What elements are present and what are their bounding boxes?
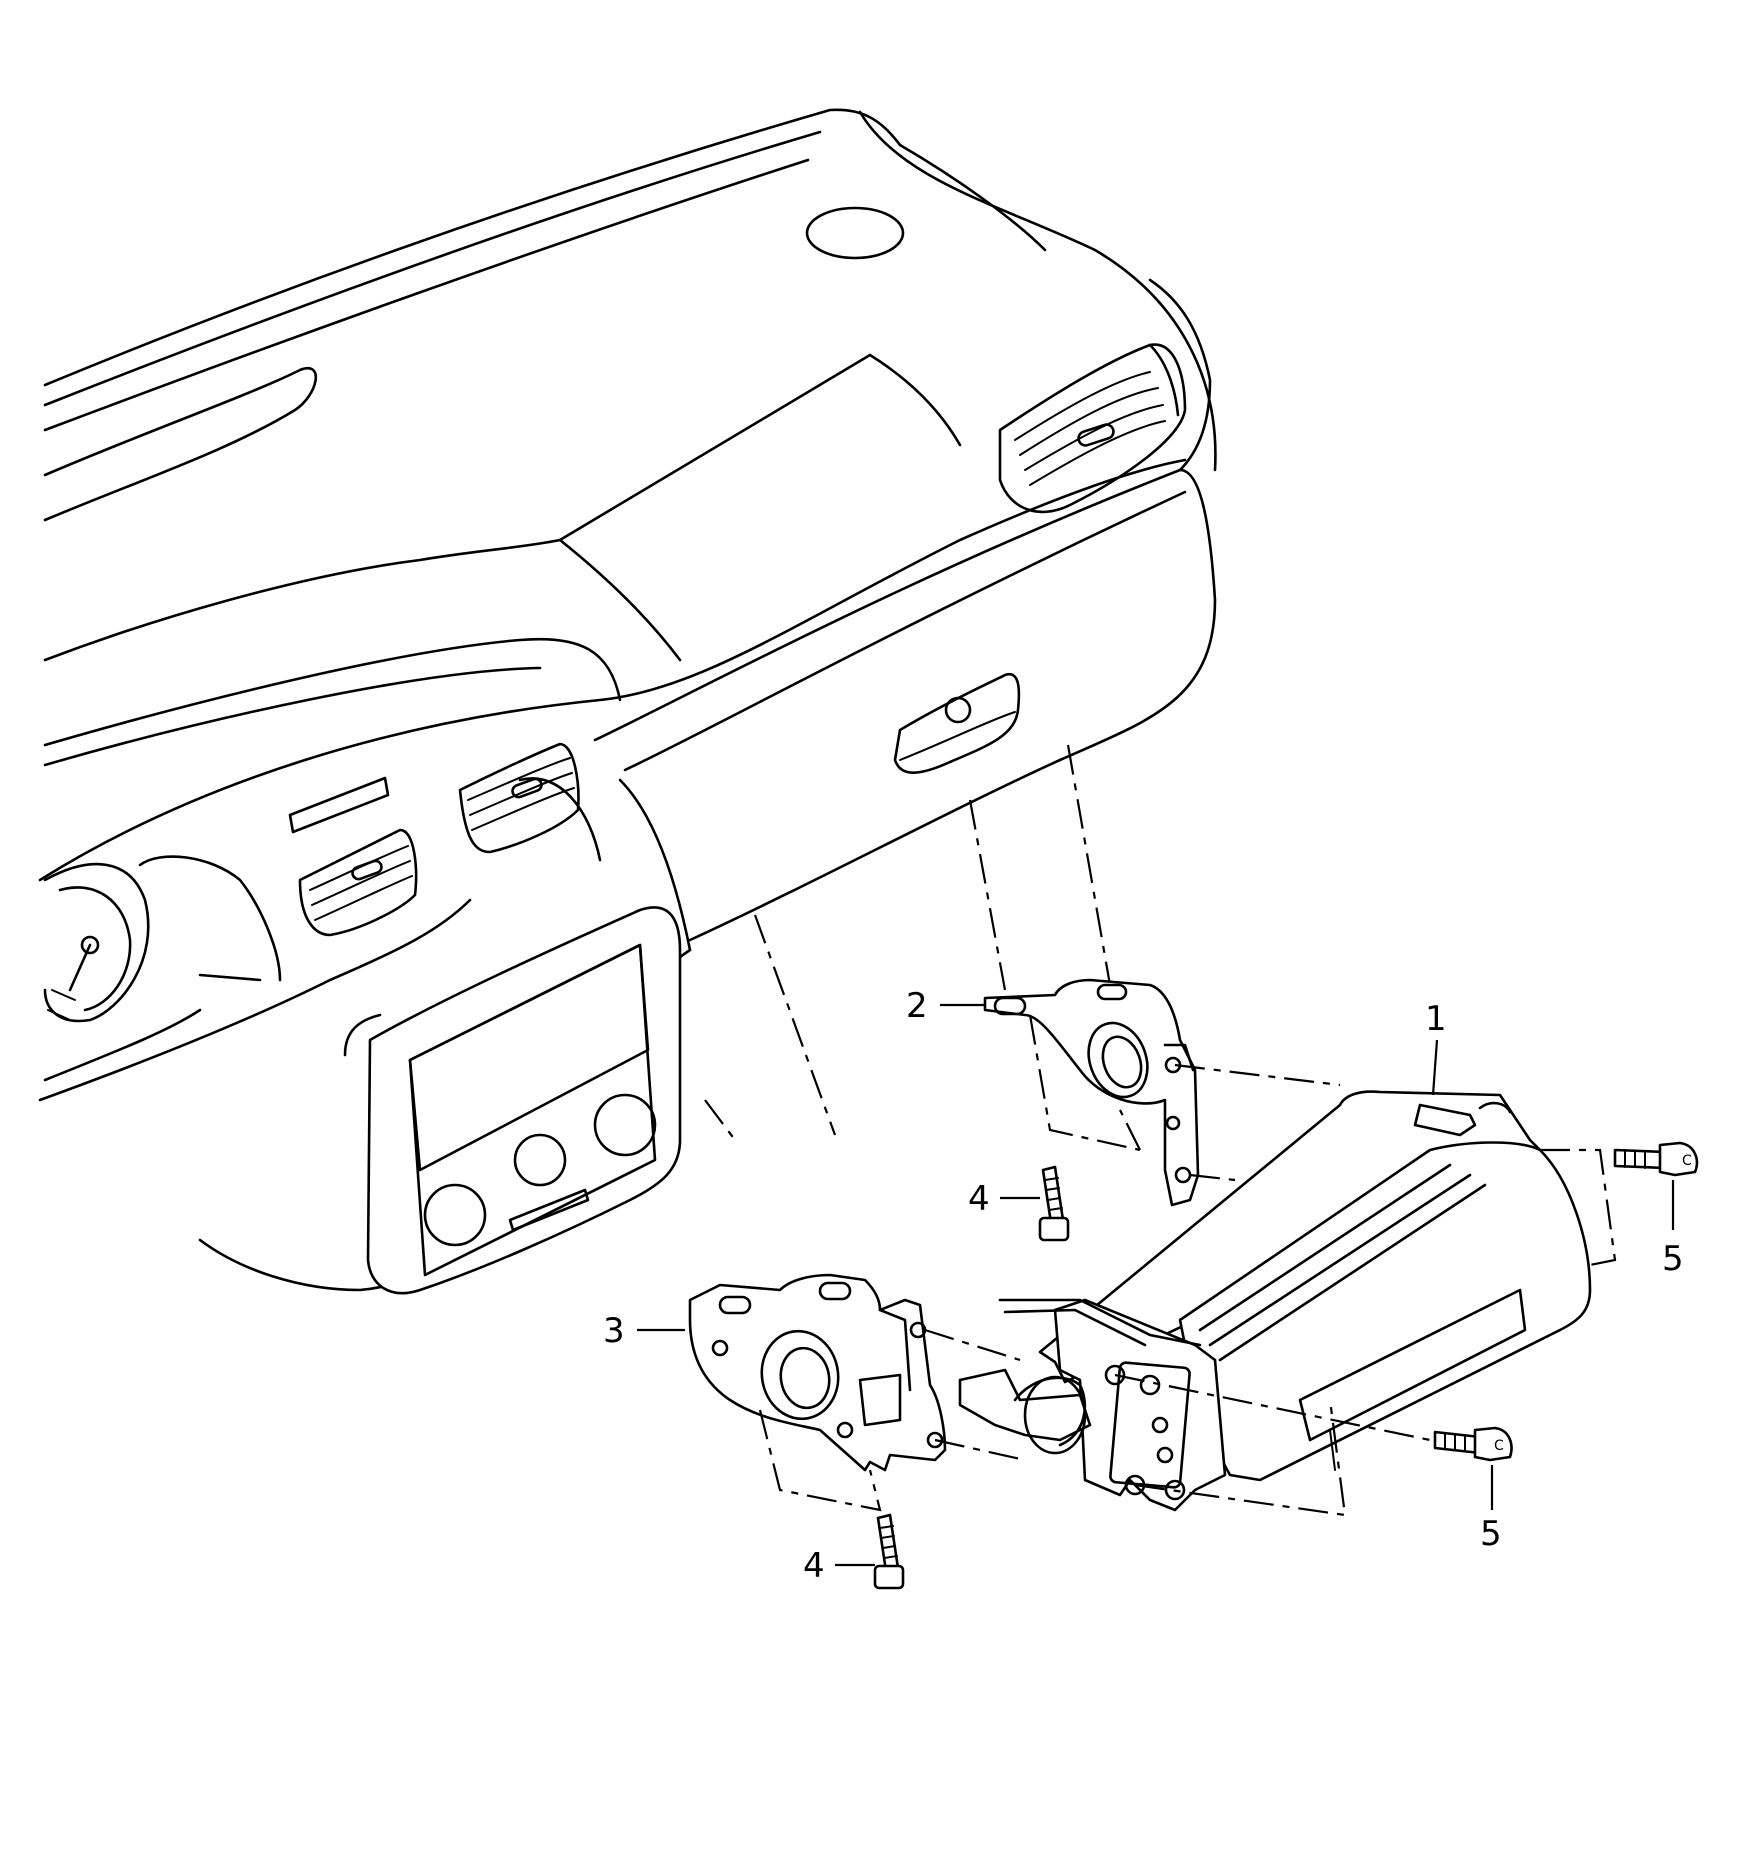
callout-4-lower: 4 — [803, 1546, 825, 1586]
svg-text:C: C — [1682, 1153, 1692, 1169]
callout-4-upper: 4 — [968, 1179, 990, 1219]
bracket-lower-left — [688, 1273, 947, 1512]
bolt-4-upper — [1038, 1165, 1070, 1242]
leader-1 — [1431, 1039, 1439, 1096]
module-unit — [958, 1090, 1592, 1512]
callout-1: 1 — [1425, 999, 1447, 1039]
callout-3: 3 — [603, 1311, 625, 1351]
centre-air-vents — [288, 742, 580, 937]
instrument-cluster — [43, 855, 282, 1023]
glovebox-handle — [893, 672, 1021, 774]
bracket-upper-right — [983, 978, 1200, 1207]
radio-console — [343, 906, 682, 1295]
right-air-vent — [998, 343, 1187, 514]
bolt-5-right: C — [1613, 1141, 1699, 1177]
callout-5-middle: 5 — [1480, 1514, 1502, 1554]
bolt-4-lower — [873, 1513, 905, 1590]
callout-5-right: 5 — [1662, 1239, 1684, 1279]
dashboard-assembly — [38, 108, 1217, 1295]
callout-2: 2 — [906, 986, 928, 1026]
svg-text:C: C — [1494, 1438, 1504, 1454]
bolt-5-middle: C — [1433, 1426, 1513, 1462]
